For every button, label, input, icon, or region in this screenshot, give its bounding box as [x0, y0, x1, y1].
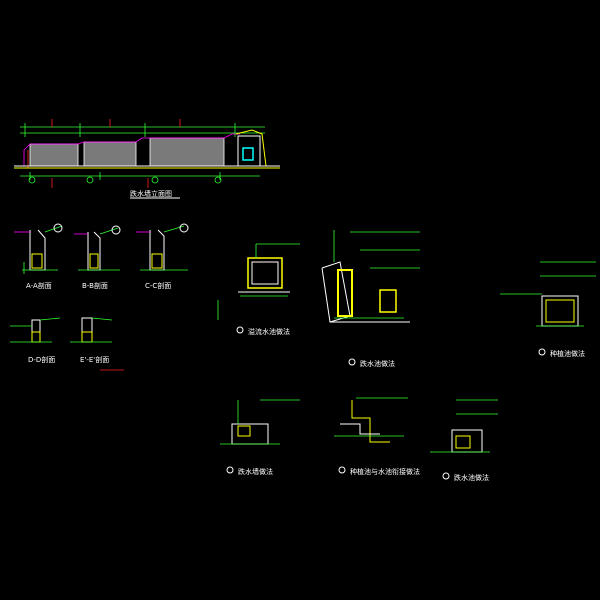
detail-6-label: 跌水池做法: [454, 473, 489, 482]
detail-3-label: 种植池做法: [550, 349, 585, 358]
section-e-label: E'-E'剖面: [80, 355, 109, 364]
detail-2-label: 跌水池做法: [360, 359, 395, 368]
section-e-drawing: E'-E'剖面: [70, 317, 124, 371]
detail-3-drawing: 种植池做法: [500, 261, 596, 358]
section-c-drawing: C-C剖面: [136, 223, 189, 290]
detail-4-label: 跌水墙做法: [238, 467, 273, 476]
detail-6-drawing: 跌水池做法: [430, 399, 498, 482]
detail-2-drawing: 跌水池做法: [321, 230, 420, 368]
section-a-label: A-A剖面: [26, 281, 52, 290]
section-b-label: B-B剖面: [82, 281, 108, 290]
elevation-drawing: 跌水墙立面图: [14, 119, 280, 199]
section-d-drawing: D-D剖面: [10, 317, 61, 364]
detail-4-drawing: 跌水墙做法: [220, 399, 300, 476]
section-c-label: C-C剖面: [145, 281, 171, 290]
elevation-title: 跌水墙立面图: [130, 189, 172, 198]
section-b-drawing: B-B剖面: [74, 225, 121, 290]
section-d-label: D-D剖面: [28, 355, 55, 364]
section-a-drawing: A-A剖面: [14, 223, 63, 290]
detail-5-label: 种植池与水池衔接做法: [350, 467, 420, 476]
detail-1-drawing: 溢流水池做法: [217, 243, 300, 336]
detail-1-label: 溢流水池做法: [248, 327, 290, 336]
detail-5-drawing: 种植池与水池衔接做法: [334, 397, 420, 476]
